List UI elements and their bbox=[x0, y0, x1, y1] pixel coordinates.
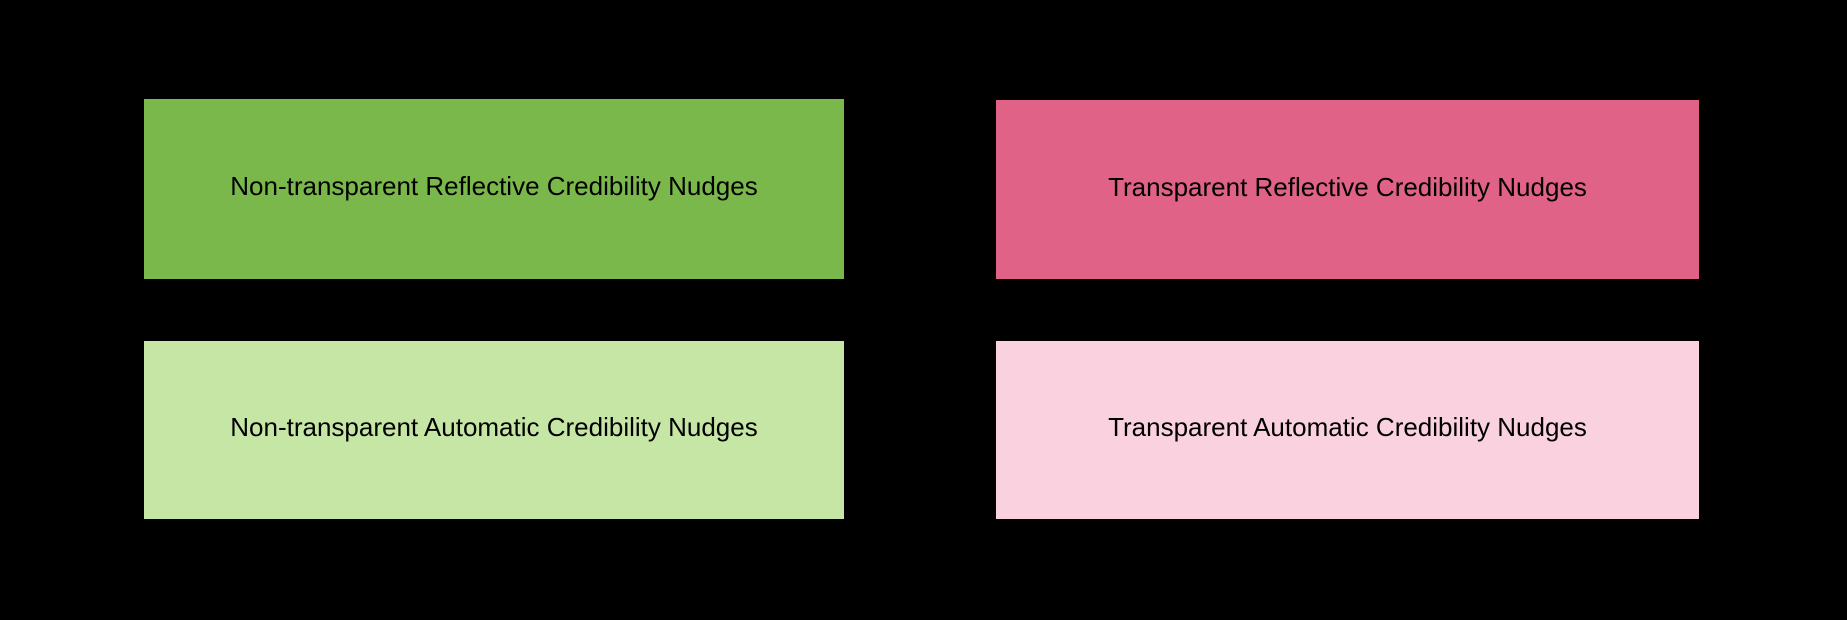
quadrant-label-transparent-reflective: Transparent Reflective Credibility Nudge… bbox=[1108, 171, 1587, 202]
quadrant-nontransparent-reflective: Non-transparent Reflective Credibility N… bbox=[144, 99, 844, 279]
quadrant-transparent-automatic: Transparent Automatic Credibility Nudges bbox=[996, 341, 1699, 519]
quadrant-label-nontransparent-automatic: Non-transparent Automatic Credibility Nu… bbox=[230, 412, 758, 442]
quadrant-label-transparent-automatic: Transparent Automatic Credibility Nudges bbox=[1108, 412, 1587, 442]
quadrant-label-nontransparent-reflective: Non-transparent Reflective Credibility N… bbox=[230, 171, 758, 201]
quadrant-nontransparent-automatic: Non-transparent Automatic Credibility Nu… bbox=[144, 341, 844, 519]
quadrant-transparent-reflective: Transparent Reflective Credibility Nudge… bbox=[996, 100, 1699, 279]
